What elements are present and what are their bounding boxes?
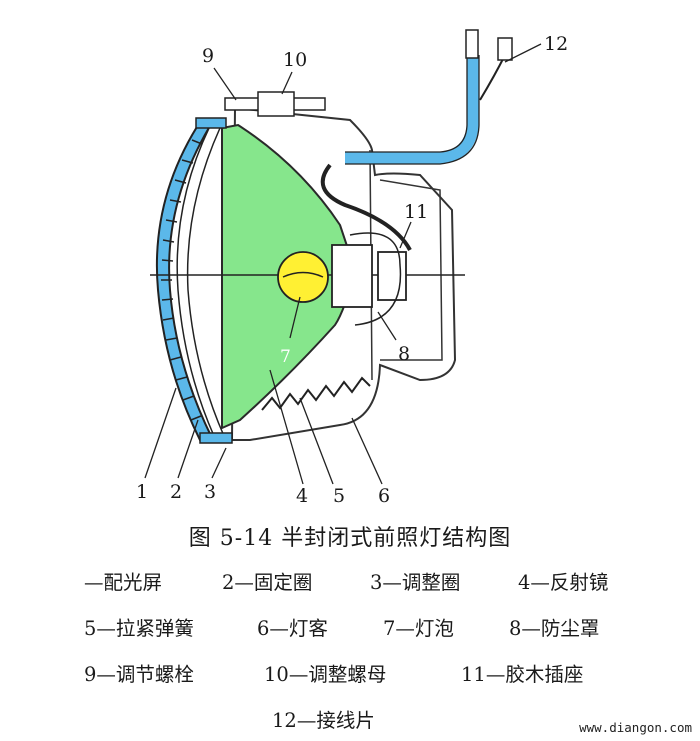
dust-cover <box>349 232 402 326</box>
legend-item-12: 12—接线片 <box>272 709 375 732</box>
label-12: 12 <box>544 33 568 55</box>
legend-item-7: 7—灯泡 <box>383 617 454 640</box>
terminal-plug-left <box>465 29 479 59</box>
legend-item-2: 2—固定圈 <box>222 571 313 594</box>
label-3: 3 <box>204 481 216 503</box>
watermark: www.diangon.com <box>579 720 692 735</box>
bottom-bracket <box>199 432 233 444</box>
label-2: 2 <box>170 481 182 503</box>
bulb-socket <box>331 244 373 308</box>
bakelite-socket <box>377 251 407 301</box>
label-1: 1 <box>136 481 148 503</box>
label-9: 9 <box>202 45 214 67</box>
label-8: 8 <box>398 343 410 365</box>
legend-item-1: —配光屏 <box>84 571 163 594</box>
legend-item-11: 11—胶木插座 <box>461 663 584 686</box>
label-10: 10 <box>283 49 307 71</box>
bulb <box>277 251 329 303</box>
label-6: 6 <box>378 485 390 507</box>
legend-item-4: 4—反射镜 <box>518 571 609 594</box>
wire-loop <box>320 163 412 251</box>
legend-item-5: 5—拉紧弹簧 <box>84 617 194 640</box>
label-4: 4 <box>296 485 308 507</box>
label-11: 11 <box>404 201 428 223</box>
adjusting-nut <box>257 91 295 117</box>
tension-spring <box>261 376 371 411</box>
legend-item-9: 9—调节螺栓 <box>84 663 194 686</box>
legend-item-6: 6—灯客 <box>257 617 328 640</box>
legend-item-8: 8—防尘罩 <box>509 617 600 640</box>
top-bracket <box>195 117 227 129</box>
label-5: 5 <box>333 485 345 507</box>
label-7: 7 <box>280 347 291 367</box>
lens-segments <box>161 139 203 421</box>
bulb-filament <box>282 271 324 278</box>
figure-caption: 图 5-14 半封闭式前照灯结构图 <box>188 526 512 551</box>
legend-item-10: 10—调整螺母 <box>264 663 387 686</box>
leader-lines <box>144 43 542 485</box>
headlamp-diagram: 1 2 3 4 5 6 7 8 9 10 11 12 <box>136 29 568 507</box>
wire-harness <box>345 55 479 164</box>
terminal-plug-right <box>497 37 513 61</box>
legend-item-3: 3—调整圈 <box>370 571 461 594</box>
wire-harness-outline <box>345 55 480 165</box>
